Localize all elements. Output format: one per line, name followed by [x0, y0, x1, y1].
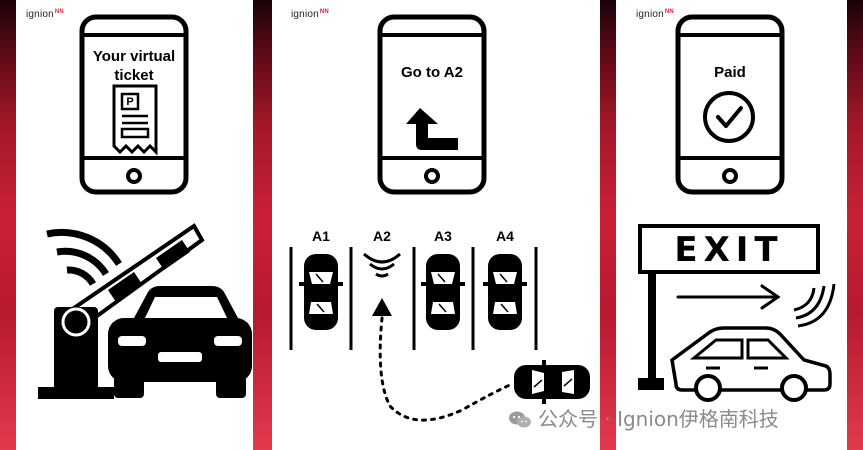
brand-logo-text: ignion — [26, 9, 54, 20]
turn-arrow-icon — [406, 108, 458, 150]
panel-guidance: ignionNN — [272, 0, 600, 450]
arriving-car-icon — [513, 359, 591, 405]
parking-lane-lines — [289, 247, 538, 350]
watermark: 公众号 · Ignion伊格南科技 — [508, 403, 779, 435]
phone-icon — [377, 14, 487, 195]
parked-car-a4-icon — [482, 253, 528, 331]
wireless-signal-icon — [793, 283, 836, 328]
brand-logo-mark: NN — [319, 9, 329, 15]
brand-logo: ignionNN — [291, 9, 329, 20]
phone-screen-text: Paid — [714, 64, 746, 81]
slot-label-a4: A4 — [496, 228, 514, 244]
watermark-text: 公众号 · Ignion伊格南科技 — [538, 407, 779, 431]
wechat-icon — [508, 410, 532, 435]
parking-barrier-icon — [38, 223, 205, 399]
brand-logo: ignionNN — [26, 9, 64, 20]
slot-signal-icon — [363, 252, 401, 278]
exit-sign-text: EXIT — [674, 230, 784, 270]
phone-screen-text: Go to A2 — [401, 64, 463, 81]
brand-logo-mark: NN — [664, 9, 674, 15]
up-arrow-icon — [372, 298, 392, 316]
phone-screen-text: Your virtual ticket — [92, 48, 176, 84]
panel-3-illustration — [638, 14, 836, 402]
slot-label-a3: A3 — [434, 228, 452, 244]
phone-icon — [675, 14, 785, 195]
brand-logo-mark: NN — [54, 9, 64, 15]
car-front-icon — [108, 286, 252, 398]
right-arrow-icon — [676, 284, 781, 310]
ticket-icon — [112, 84, 158, 156]
slot-label-a1: A1 — [312, 228, 330, 244]
brand-logo: ignionNN — [636, 9, 674, 20]
panel-exit: ignionNN — [616, 0, 847, 450]
panel-1-illustration — [38, 14, 252, 399]
panel-virtual-ticket: ignionNN — [16, 0, 253, 450]
check-circle-icon — [703, 91, 755, 143]
wireless-signal-icon — [46, 228, 122, 286]
car-side-icon — [670, 326, 832, 402]
slot-label-a2: A2 — [373, 228, 391, 244]
exit-sign-icon — [638, 224, 820, 390]
panel-2-illustration — [289, 14, 591, 422]
ticket-parking-letter: P — [126, 96, 134, 108]
parked-car-a3-icon — [420, 253, 466, 331]
parked-car-a1-icon — [298, 253, 344, 331]
brand-logo-text: ignion — [636, 9, 664, 20]
brand-logo-text: ignion — [291, 9, 319, 20]
dotted-route-path — [378, 316, 514, 422]
